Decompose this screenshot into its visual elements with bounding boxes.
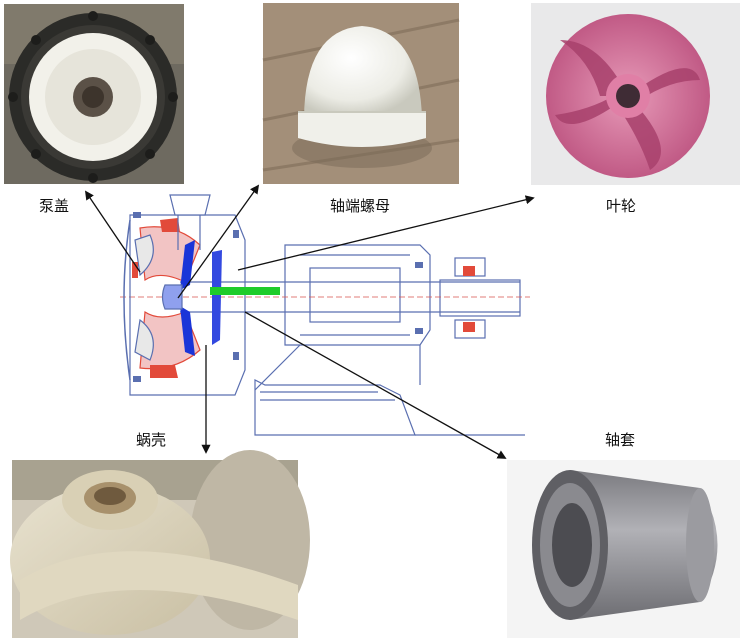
volute-photo xyxy=(10,450,310,638)
shaft-nut-photo xyxy=(262,3,460,184)
shaft-sleeve-label: 轴套 xyxy=(605,431,636,449)
arrow-shaft-nut xyxy=(177,184,260,299)
pump-cover-photo xyxy=(4,4,184,184)
shaft-nut-label: 轴端螺母 xyxy=(330,197,391,215)
impeller-photo xyxy=(531,3,740,185)
pump-cross-section-drawing xyxy=(120,194,530,436)
pump-cover-label: 泵盖 xyxy=(39,197,70,215)
arrow-pump-cover xyxy=(84,190,141,273)
impeller-label: 叶轮 xyxy=(606,197,637,215)
callout-arrows xyxy=(84,184,535,459)
volute-label: 蜗壳 xyxy=(136,431,167,449)
arrow-shaft-sleeve xyxy=(244,311,507,459)
arrow-impeller xyxy=(237,195,535,271)
shaft-sleeve-photo xyxy=(507,460,740,638)
